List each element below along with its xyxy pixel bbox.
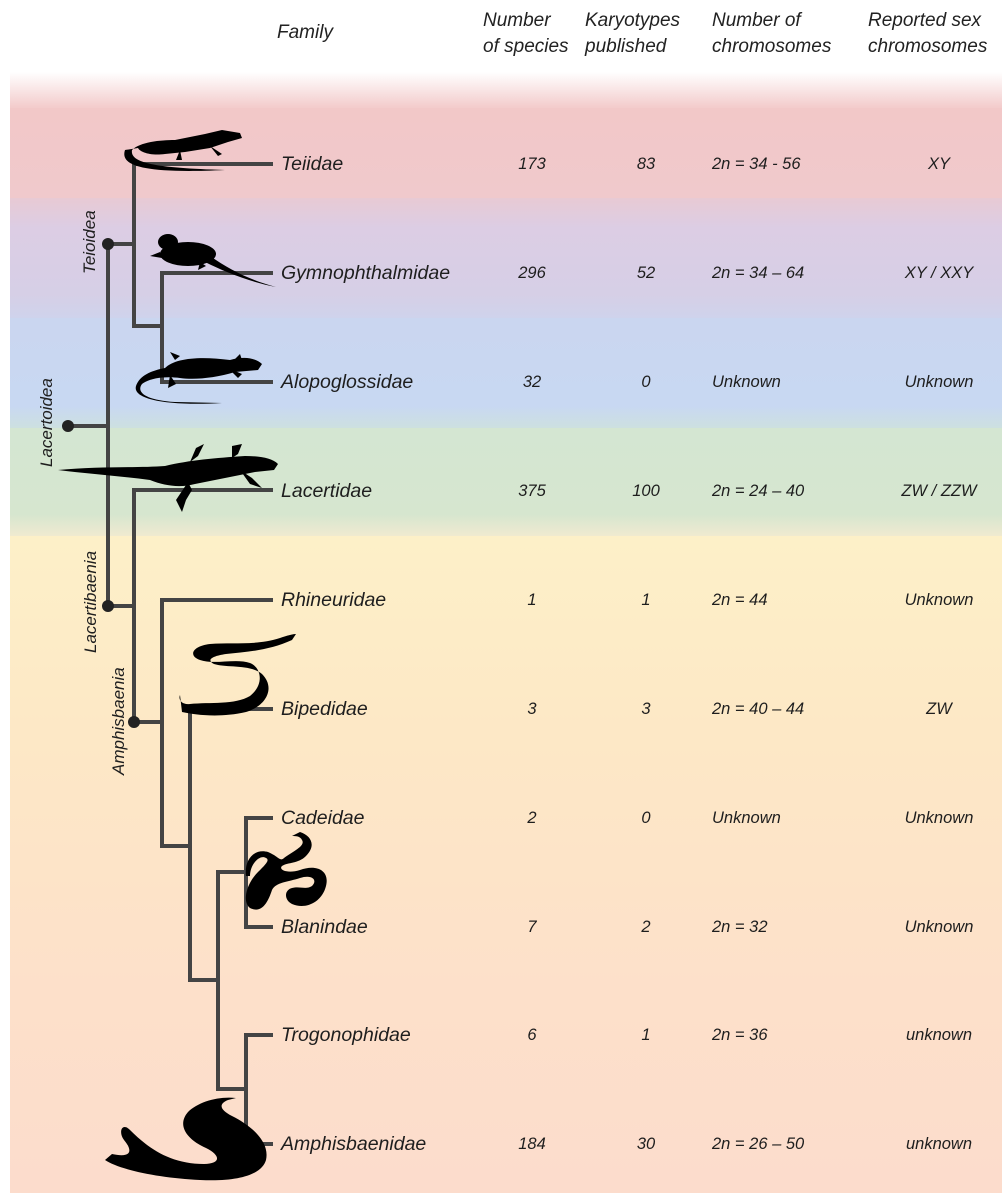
sex-chromosomes: ZW / ZZW [874,480,1002,502]
family-name: Blanindae [281,916,368,938]
chromosome-count: 2n = 36 [712,1024,768,1046]
chromosome-count: 2n = 40 – 44 [712,698,804,720]
node-lacertoidea [62,420,74,432]
species-count: 32 [492,371,572,393]
karyotypes-count: 1 [606,1024,686,1046]
clade-label-amphisbaenia: Amphisbaenia [109,665,129,775]
sex-chromosomes: Unknown [874,916,1002,938]
sex-chromosomes: Unknown [874,371,1002,393]
family-name: Amphisbaenidae [281,1133,426,1155]
chromosome-count: 2n = 34 – 64 [712,262,804,284]
sex-chromosomes: unknown [874,1024,1002,1046]
species-count: 1 [492,589,572,611]
species-count: 173 [492,153,572,175]
sex-chromosomes: XY [874,153,1002,175]
karyotypes-count: 3 [606,698,686,720]
snake-icon [179,634,296,715]
karyotypes-count: 0 [606,807,686,829]
clade-label-teioidea: Teioidea [80,206,100,274]
karyotypes-count: 100 [606,480,686,502]
sex-chromosomes: Unknown [874,807,1002,829]
node-lacertibaenia [102,600,114,612]
sex-chromosomes: unknown [874,1133,1002,1155]
chromosome-count: Unknown [712,371,781,393]
chromosome-count: 2n = 26 – 50 [712,1133,804,1155]
family-name: Trogonophidae [281,1024,411,1046]
lizard-icon [136,352,262,404]
family-name: Rhineuridae [281,589,386,611]
karyotypes-count: 30 [606,1133,686,1155]
snake-icon [105,1098,267,1181]
species-count: 184 [492,1133,572,1155]
sex-chromosomes: XY / XXY [874,262,1002,284]
chromosome-count: Unknown [712,807,781,829]
family-name: Bipedidae [281,698,368,720]
species-count: 3 [492,698,572,720]
species-count: 375 [492,480,572,502]
sex-chromosomes: ZW [874,698,1002,720]
family-name: Alopoglossidae [281,371,413,393]
snake-icon [246,832,327,910]
lizard-icon [58,444,278,512]
clade-label-lacertoidea: Lacertoidea [37,381,57,467]
karyotypes-count: 52 [606,262,686,284]
karyotypes-count: 0 [606,371,686,393]
lizard-icon [150,234,276,287]
sex-chromosomes: Unknown [874,589,1002,611]
species-count: 6 [492,1024,572,1046]
node-teioidea [102,238,114,250]
family-name: Cadeidae [281,807,364,829]
karyotypes-count: 2 [606,916,686,938]
species-count: 296 [492,262,572,284]
clade-label-lacertibaenia: Lacertibaenia [81,551,101,653]
family-name: Teiidae [281,153,343,175]
karyotypes-count: 1 [606,589,686,611]
chromosome-count: 2n = 24 – 40 [712,480,804,502]
family-name: Gymnophthalmidae [281,262,450,284]
species-count: 2 [492,807,572,829]
family-name: Lacertidae [281,480,372,502]
karyotypes-count: 83 [606,153,686,175]
node-amphisbaenia [128,716,140,728]
species-count: 7 [492,916,572,938]
chromosome-count: 2n = 34 - 56 [712,153,801,175]
chromosome-count: 2n = 44 [712,589,768,611]
chromosome-count: 2n = 32 [712,916,768,938]
